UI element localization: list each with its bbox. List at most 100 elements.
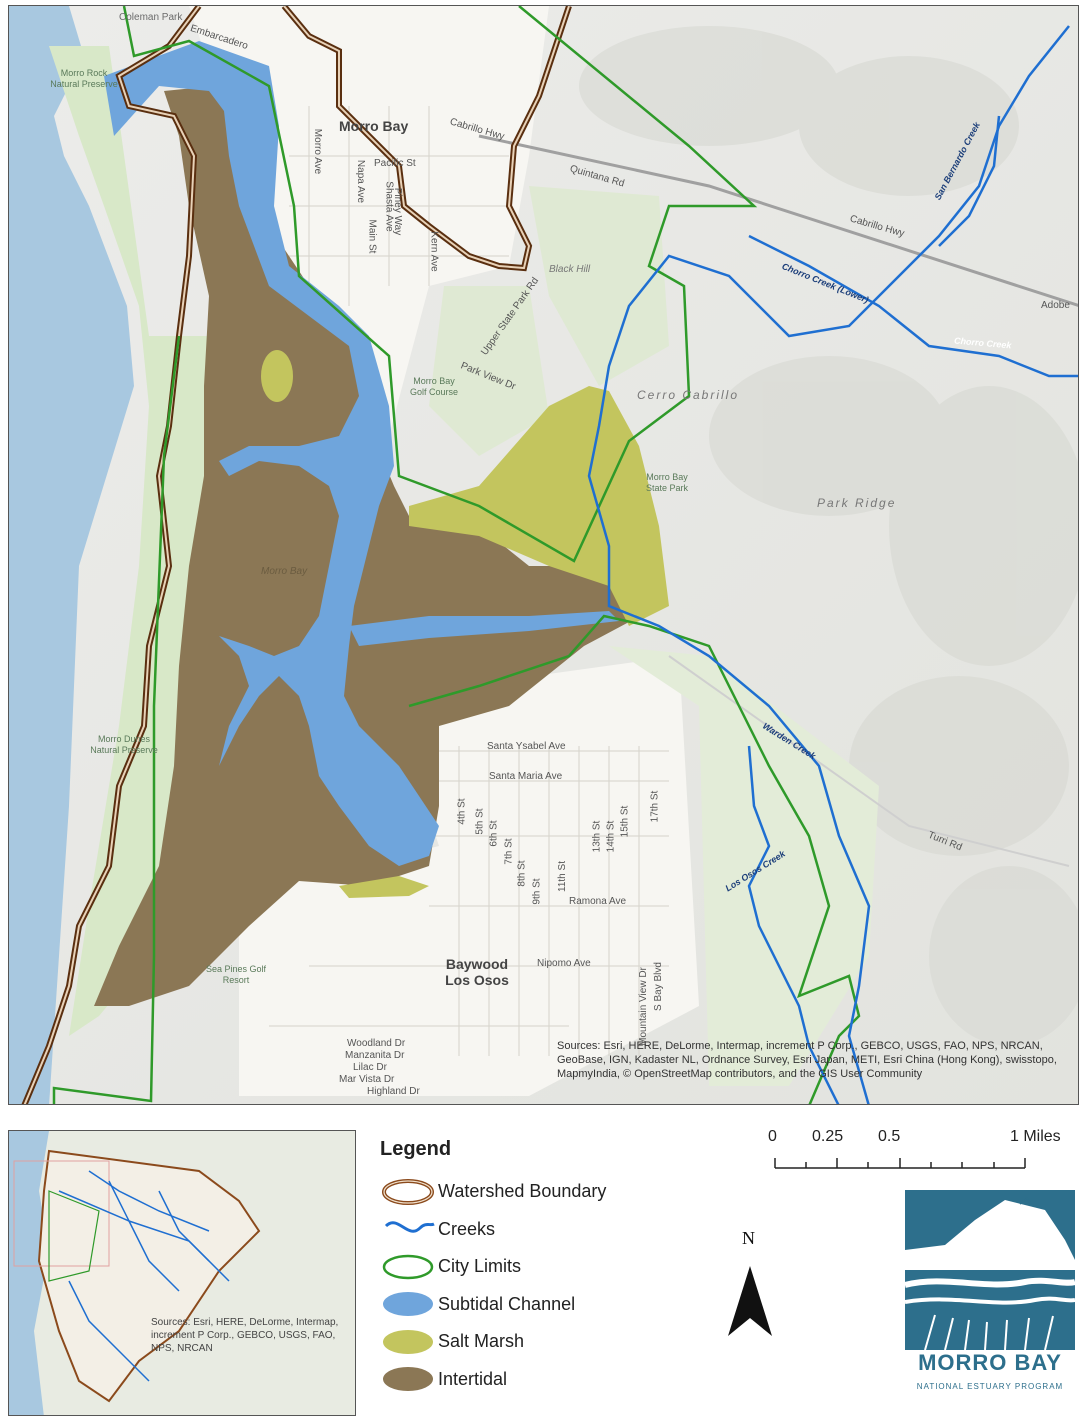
label-5th-st: 5th St	[474, 808, 486, 835]
black-hill-area	[529, 186, 669, 386]
label-morro-bay: Morro Bay	[339, 118, 409, 134]
golf-course-area	[429, 286, 549, 456]
watershed-symbol	[380, 1177, 438, 1207]
inset-canvas	[9, 1131, 355, 1415]
city-limits-morro-bay	[122, 6, 758, 563]
label-lilac: Lilac Dr	[353, 1062, 387, 1073]
legend-label: Intertidal	[438, 1368, 508, 1389]
north-label: N	[742, 1228, 755, 1248]
label-morro-rock: Morro Rock Natural Preserve	[50, 68, 118, 89]
label-nipomo: Nipomo Ave	[537, 958, 591, 969]
north-arrow: N	[720, 1228, 780, 1348]
map-canvas	[9, 6, 1078, 1104]
label-baywood-los-osos: Baywood Los Osos	[445, 956, 509, 988]
label-sea-pines: Sea Pines Golf Resort	[205, 964, 267, 985]
label-santa-maria: Santa Maria Ave	[489, 771, 563, 782]
label-state-park: Morro Bay State Park	[645, 472, 689, 493]
label-morro-ave: Morro Ave	[312, 128, 324, 175]
intertidal	[94, 86, 659, 1006]
label-cerro-cabrillo: Cerro Cabrillo	[637, 388, 740, 402]
scale-tick-label: 0.25	[812, 1128, 844, 1145]
intertidal-symbol	[380, 1364, 438, 1394]
legend-item-watershed: Watershed Boundary	[380, 1173, 700, 1211]
logo-subtitle: NATIONAL ESTUARY PROGRAM	[916, 1382, 1064, 1391]
label-15th-st: 15th St	[619, 805, 631, 838]
salt-marsh-south	[339, 876, 429, 898]
label-park-ridge: Park Ridge	[817, 496, 897, 510]
label-santa-ysabel: Santa Ysabel Ave	[487, 741, 566, 752]
label-golf-course: Morro Bay Golf Course	[409, 376, 459, 397]
scale-bar-graphic	[774, 1158, 1026, 1169]
legend-title: Legend	[380, 1138, 452, 1160]
label-mar-vista: Mar Vista Dr	[339, 1074, 395, 1085]
legend-label: Salt Marsh	[438, 1331, 525, 1352]
label-morro-bay-water: Morro Bay	[261, 566, 308, 577]
label-6th-st: 6th St	[488, 820, 500, 847]
label-17th-st: 17th St	[649, 790, 661, 823]
logo-emblem	[905, 1190, 1075, 1350]
turri-road	[668, 655, 1070, 867]
inset-map[interactable]: Sources: Esri, HERE, DeLorme, Intermap, …	[8, 1130, 356, 1416]
legend: Legend Watershed Boundary Creeks City Li…	[380, 1138, 700, 1398]
label-pacific: Pacific St	[374, 158, 416, 169]
label-s-bay-blvd: S Bay Blvd	[652, 962, 664, 1011]
legend-item-subtidal: Subtidal Channel	[380, 1286, 700, 1324]
label-shasta: Shasta Ave	[383, 181, 395, 232]
label-napa: Napa Ave	[355, 159, 367, 204]
legend-label: City Limits	[438, 1256, 522, 1277]
main-map[interactable]: Coleman Park Morro Rock Natural Preserve…	[8, 5, 1079, 1105]
label-adobe: Adobe	[1041, 300, 1070, 311]
morro-bay-nep-logo: MORRO BAY NATIONAL ESTUARY PROGRAM	[905, 1190, 1075, 1415]
label-7th-st: 7th St	[503, 838, 515, 865]
legend-item-intertidal: Intertidal	[380, 1361, 700, 1399]
urban-morro-bay	[189, 6, 549, 436]
label-ramona: Ramona Ave	[569, 896, 627, 907]
scale-tick-label: 0	[768, 1128, 777, 1145]
label-black-hill: Black Hill	[549, 264, 591, 275]
legend-label: Subtidal Channel	[438, 1293, 576, 1314]
label-highland: Highland Dr	[367, 1086, 420, 1097]
label-coleman-park: Coleman Park	[119, 12, 183, 23]
map-sources: Sources: Esri, HERE, DeLorme, Intermap, …	[557, 1040, 1057, 1080]
creeks	[587, 25, 1078, 1104]
city-limits-symbol	[380, 1252, 438, 1282]
legend-item-city-limits: City Limits	[380, 1248, 700, 1286]
subtidal-symbol	[380, 1289, 438, 1319]
legend-label: Watershed Boundary	[438, 1181, 607, 1202]
urban-los-osos	[239, 656, 699, 1096]
scale-bar: 0 0.25 0.5 1 Miles	[760, 1128, 1070, 1178]
label-dunes-preserve: Morro Dunes Natural Preserve	[90, 734, 158, 755]
legend-item-salt-marsh: Salt Marsh	[380, 1323, 700, 1361]
creek-symbol	[380, 1214, 438, 1244]
highway-1	[478, 134, 1078, 307]
street-grid	[269, 106, 669, 1056]
scale-tick-label: 0.5	[878, 1128, 901, 1145]
label-11th-st: 11th St	[556, 861, 568, 892]
label-woodland: Woodland Dr	[347, 1038, 406, 1049]
label-13th-st: 13th St	[591, 820, 603, 853]
scale-tick-label: 1 Miles	[1010, 1128, 1061, 1145]
subtidal-channel	[104, 41, 439, 866]
salt-marsh-patch	[261, 350, 293, 402]
label-4th-st: 4th St	[456, 798, 468, 825]
label-14th-st: 14th St	[605, 820, 617, 853]
watershed-boundary	[21, 6, 572, 1104]
city-limits-west	[52, 335, 181, 1104]
inset-sources: Sources: Esri, HERE, DeLorme, Intermap, …	[151, 1317, 339, 1354]
subtidal-channel-east	[349, 611, 619, 646]
salt-marsh-symbol	[380, 1327, 438, 1357]
legend-label: Creeks	[438, 1218, 496, 1239]
hillshade	[579, 26, 1078, 1046]
label-kern: Kern Ave	[428, 231, 440, 272]
legend-item-creeks: Creeks	[380, 1211, 700, 1249]
city-limits-los-osos	[408, 614, 861, 1104]
ocean	[9, 6, 134, 1104]
north-arrow-icon	[728, 1266, 772, 1336]
label-main: Main St	[366, 219, 378, 254]
salt-marsh	[409, 386, 669, 626]
label-8th-st: 8th St	[516, 860, 528, 887]
label-9th-st: 9th St	[531, 878, 543, 905]
label-mountain-view: Mountain View Dr	[637, 967, 649, 1046]
logo-name: MORRO BAY	[918, 1350, 1062, 1375]
label-manzanita: Manzanita Dr	[345, 1050, 405, 1061]
